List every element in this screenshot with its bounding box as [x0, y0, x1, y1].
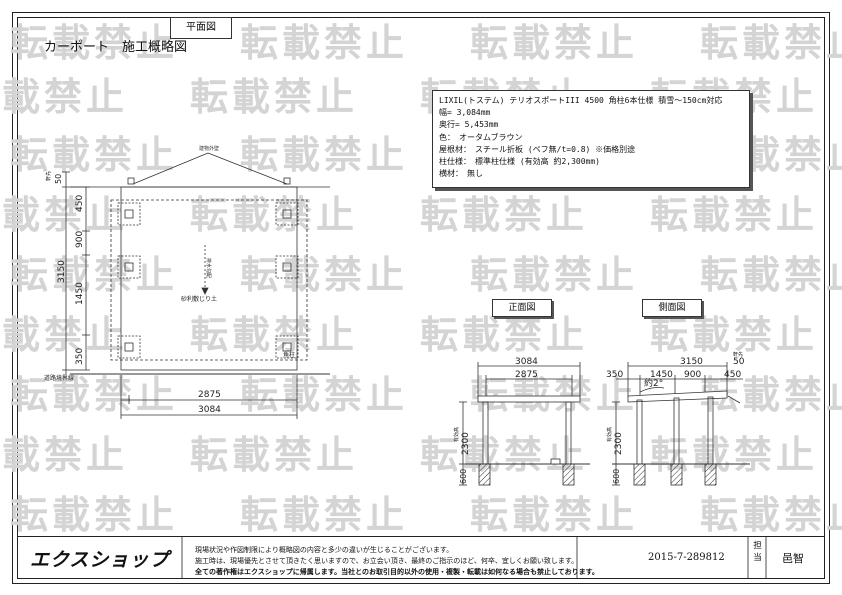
spec-box: LIXIL(トステム) テリオスポートIII 4500 角柱6本仕様 積雪～15… [432, 90, 750, 188]
front-height-note: 有効高 [453, 427, 460, 442]
dim-overhang: 50 [54, 174, 63, 184]
tanto-name: 邑智 [782, 552, 804, 565]
footer-grid [181, 536, 767, 579]
side-overhang-note: 軒先 [733, 351, 743, 358]
post [275, 202, 299, 226]
side-post [673, 397, 680, 465]
front-height: 2300 [461, 432, 471, 455]
slope-arrowhead [201, 287, 209, 295]
dim-900: 900 [75, 231, 85, 248]
footer-note-line: 施工時は、現場優先とさせて頂きたく思いますので、お立会い頂き、最終のご指示のほど… [195, 557, 579, 565]
side-view-label: 側面図 [642, 299, 702, 317]
leader-line [207, 152, 288, 185]
boundary-label: 道路境界線 [44, 374, 74, 382]
roof-outline [120, 186, 298, 371]
side-dim-450: 450 [724, 370, 741, 380]
side-height-note: 有効高 [606, 427, 613, 442]
side-foundation: 600 [612, 469, 621, 484]
corner-mark [283, 177, 291, 185]
spec-line: 色： オータムブラウン [439, 132, 523, 142]
tanto-label: 担当 [753, 541, 762, 563]
side-dim-1450: 1450 [650, 370, 673, 380]
post [275, 335, 299, 359]
wall-label: 建物外壁 [199, 145, 219, 152]
plan-view [62, 152, 330, 419]
footer [17, 536, 825, 579]
front-mark [550, 458, 561, 465]
front-dim-2875: 2875 [515, 370, 538, 380]
dim-350: 350 [75, 348, 85, 365]
post [117, 202, 141, 226]
side-view [612, 362, 750, 486]
side-dim-3150: 3150 [680, 357, 703, 367]
front-post [565, 401, 572, 465]
page-title: カーポート 施工概略図 [44, 40, 188, 55]
spec-line: LIXIL(トステム) テリオスポートIII 4500 角柱6本仕様 積雪～15… [439, 96, 723, 105]
dim-overhang-note: 軒先 [45, 171, 52, 181]
post [117, 335, 141, 359]
side-dim-350: 350 [606, 370, 623, 380]
post [275, 255, 299, 279]
front-foundation: 600 [459, 469, 468, 484]
front-roof [477, 395, 581, 403]
slope-arc [639, 387, 665, 393]
post-grid-outline [110, 199, 308, 361]
dim-450: 450 [75, 195, 85, 212]
side-slope: 約2° [644, 377, 663, 389]
corner-mark [127, 177, 135, 185]
spec-line: 幅= 3,084mm [439, 108, 491, 118]
front-view [459, 362, 590, 486]
foundation [670, 463, 683, 486]
drawing-inner-frame [17, 17, 825, 579]
side-post [707, 396, 714, 465]
foundation [633, 463, 646, 486]
front-dim-3084: 3084 [515, 357, 538, 367]
spec-line: 柱仕様： 標準柱仕様 (有効高 約2,300mm) [439, 157, 600, 167]
slope-label: 排水勾配 [205, 258, 212, 278]
footer-notes: 現場状況や作図制限により概略図の内容と多少の違いが生じることがございます。 施工… [195, 545, 599, 578]
drawing-outer-frame [12, 12, 830, 584]
side-post [636, 399, 643, 465]
leader-line [132, 152, 209, 185]
spec-line: 奥行= 5,453mm [439, 120, 499, 130]
dim-total-3150: 3150 [57, 260, 67, 283]
gravel-label: 砂利敷じり土 [181, 295, 217, 303]
post-label: 角柱 [283, 351, 295, 359]
dim-3084: 3084 [198, 405, 221, 415]
spec-line: 横材： 無し [439, 169, 483, 179]
front-view-label: 正面図 [492, 299, 552, 317]
side-dim-900: 900 [684, 370, 701, 380]
side-roof [627, 390, 728, 403]
post [117, 255, 141, 279]
front-post [482, 401, 489, 465]
foundation [478, 463, 491, 486]
spec-line: 屋根材： スチール折板 (ペフ無/t=0.8) ※価格別途 [439, 144, 636, 154]
plan-view-tab: 平面図 [170, 17, 232, 39]
side-overhang: 50 [733, 357, 745, 367]
dim-1450: 1450 [75, 282, 85, 305]
foundation [704, 463, 717, 486]
document-number: 2015-7-289812 [648, 552, 725, 563]
footer-note-line: 現場状況や作図制限により概略図の内容と多少の違いが生じることがございます。 [195, 546, 454, 554]
leader-line [727, 395, 741, 404]
foundation [562, 463, 575, 486]
company-logo: エクスショップ [30, 549, 170, 571]
side-height: 2300 [614, 432, 624, 455]
footer-note-line: 全ての著作権はエクスショップに帰属します。当社とのお取引目的以外の使用・複製・転… [195, 568, 599, 576]
dim-2875: 2875 [198, 390, 221, 400]
